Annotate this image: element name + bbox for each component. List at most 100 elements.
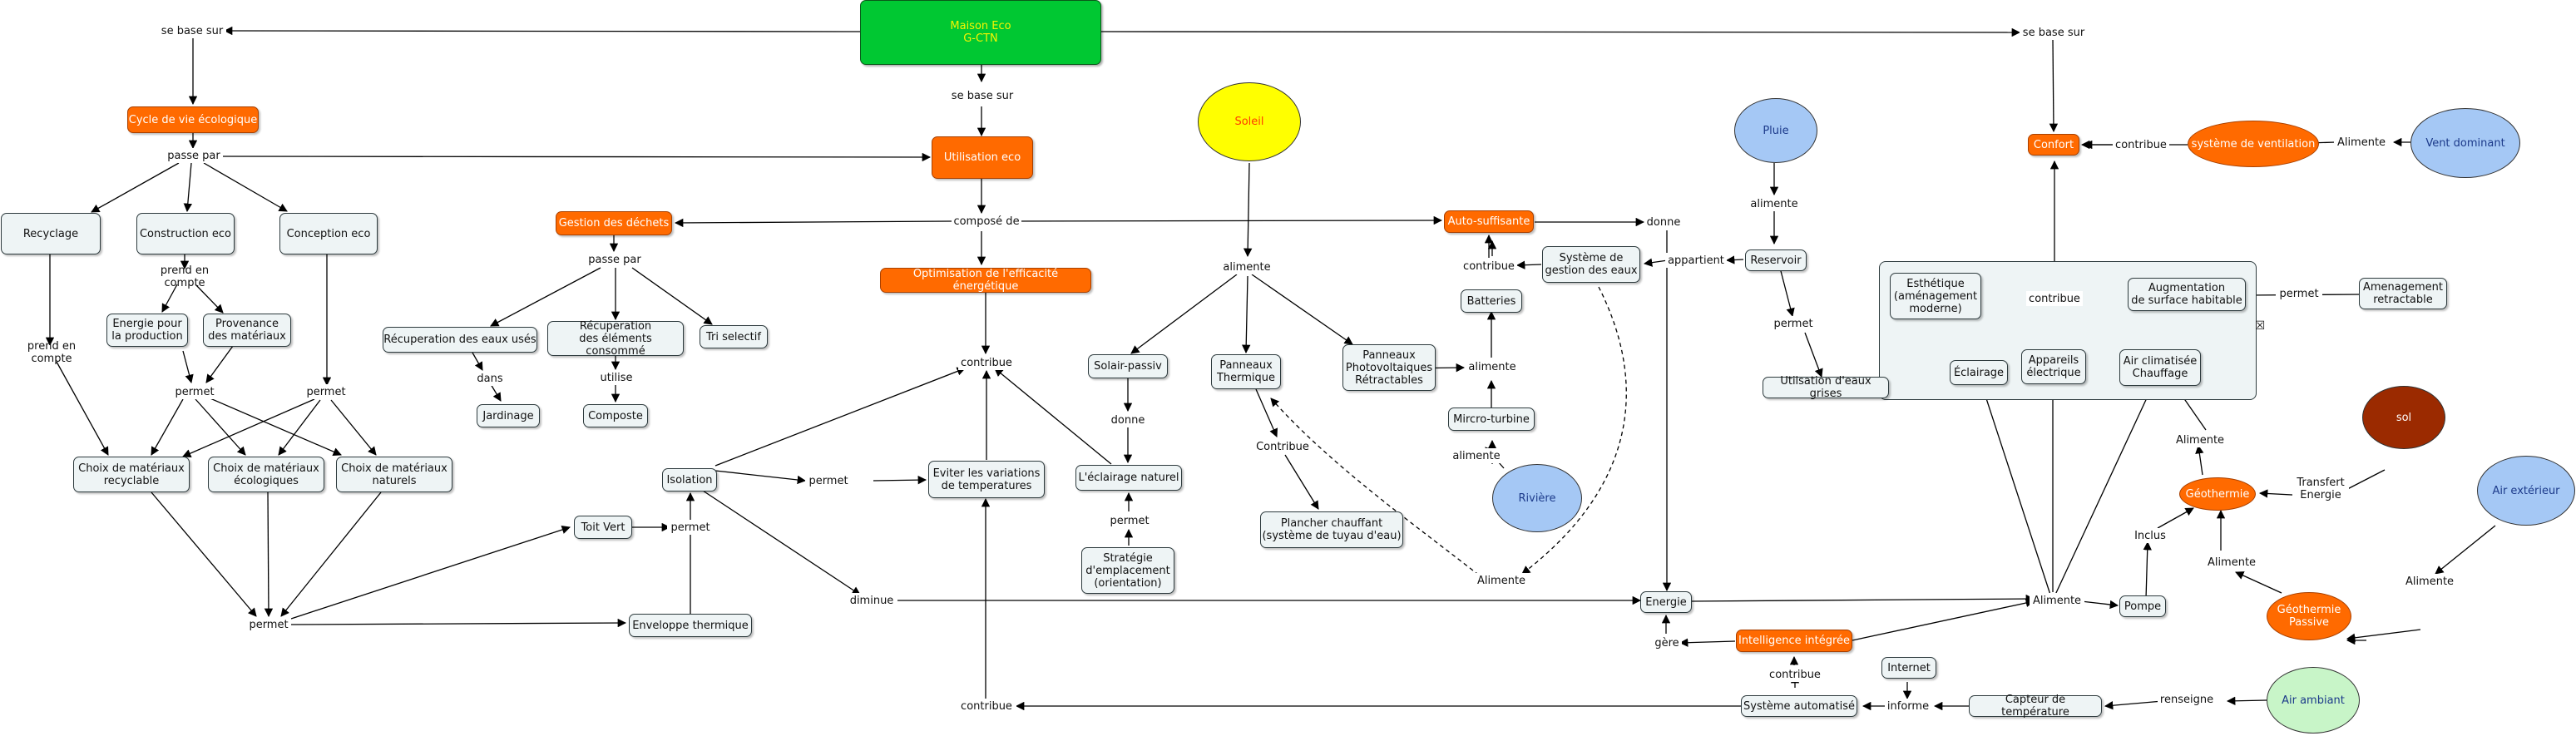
link-diminue: diminue — [846, 593, 897, 608]
node-systeme-automatise[interactable]: Système automatisé — [1741, 695, 1857, 717]
link-permet-a: permet — [171, 384, 218, 399]
node-recyclage[interactable]: Recyclage — [1, 213, 101, 254]
node-gestion-dechets[interactable]: Gestion des déchets — [556, 211, 672, 235]
node-recup-elements[interactable]: Récuperation des éléments consommé — [547, 320, 684, 358]
link-contribue-b: Contribue — [1254, 439, 1311, 454]
node-eviter-variations[interactable]: Eviter les variations de temperatures — [928, 461, 1045, 498]
link-gere: gère — [1652, 635, 1682, 650]
link-alimente-e: alimente — [1745, 196, 1803, 211]
link-alimente-i: Alimente — [2402, 574, 2457, 589]
node-internet[interactable]: Internet — [1881, 657, 1936, 679]
node-pluie[interactable]: Pluie — [1734, 98, 1817, 163]
node-amenagement[interactable]: Amenagement retractable — [2359, 278, 2447, 309]
link-inclus: Inclus — [2131, 528, 2169, 543]
node-optimisation[interactable]: Optimisation de l'efficacité énergétique — [880, 268, 1091, 293]
node-batteries[interactable]: Batteries — [1461, 289, 1522, 313]
node-cycle-de-vie[interactable]: Cycle de vie écologique — [127, 106, 259, 133]
node-mat-recyclable[interactable]: Choix de matériaux recyclable — [73, 457, 190, 492]
link-dans: dans — [474, 371, 506, 386]
link-permet-h: permet — [2276, 286, 2322, 301]
node-mat-naturels[interactable]: Choix de matériaux naturels — [336, 457, 452, 492]
link-compose-de: composé de — [952, 214, 1021, 229]
node-utilisation-eco[interactable]: Utilisation eco — [932, 136, 1033, 179]
link-passe-par-2: passe par — [586, 252, 644, 267]
node-confort[interactable]: Confort — [2028, 134, 2079, 156]
link-donne-b: donne — [1644, 215, 1683, 230]
node-solair-passiv[interactable]: Solair-passiv — [1088, 354, 1168, 378]
close-icon[interactable]: ☒ — [2254, 319, 2266, 333]
node-systeme-ventilation[interactable]: système de ventilation — [2188, 121, 2319, 167]
node-auto-suffisante[interactable]: Auto-suffisante — [1444, 210, 1534, 233]
node-vent-dominant[interactable]: Vent dominant — [2410, 108, 2520, 178]
node-capteur[interactable]: Capteur de température — [1969, 694, 2102, 719]
node-toit-vert[interactable]: Toit Vert — [574, 516, 632, 539]
link-se-base-sur-right: se base sur — [2020, 25, 2088, 40]
link-contribue-g: contribue — [957, 699, 1016, 714]
link-permet-c: permet — [246, 617, 291, 632]
link-se-base-sur-left: se base sur — [158, 23, 226, 38]
node-augmentation[interactable]: Augmentation de surface habitable — [2128, 278, 2246, 311]
link-alimente-f: Alimente — [2334, 135, 2389, 150]
node-appareils[interactable]: Appareils électrique — [2021, 349, 2086, 384]
node-strategie[interactable]: Stratégie d'emplacement (orientation) — [1081, 547, 1174, 594]
node-soleil[interactable]: Soleil — [1198, 82, 1301, 161]
node-construction-eco[interactable]: Construction eco — [136, 213, 235, 254]
node-isolation[interactable]: Isolation — [662, 468, 717, 491]
root-maison-eco[interactable]: Maison Eco G-CTN — [860, 0, 1101, 65]
node-geothermie-passive[interactable]: Géothermie Passive — [2267, 592, 2351, 640]
link-utilise: utilise — [597, 370, 635, 385]
link-permet-g: permet — [1770, 316, 1817, 331]
link-permet-b: permet — [303, 384, 349, 399]
link-contribue-c: contribue — [1461, 259, 1517, 274]
node-mircro-turbine[interactable]: Mircro-turbine — [1448, 408, 1535, 431]
node-recup-eaux[interactable]: Récuperation des eaux usés — [383, 327, 537, 353]
link-alimente-c: alimente — [1450, 448, 1503, 463]
node-systeme-gestion-eaux[interactable]: Système de gestion des eaux — [1542, 246, 1640, 283]
link-informe: informe — [1885, 699, 1931, 714]
link-alimente-j: Alimente — [2030, 593, 2084, 608]
node-energie[interactable]: Energie — [1640, 591, 1692, 613]
link-permet-f: permet — [1106, 513, 1153, 528]
node-sol[interactable]: sol — [2362, 386, 2445, 449]
node-panneaux-thermique[interactable]: Panneaux Thermique — [1211, 354, 1281, 389]
node-tri-selectif[interactable]: Tri selectif — [700, 325, 768, 348]
link-prend-en-compte-2: prend en compte — [5, 340, 98, 365]
link-alimente-g: Alimente — [2173, 432, 2227, 447]
node-esthetique[interactable]: Esthétique (aménagement moderne) — [1890, 273, 1981, 319]
link-contribue-e: contribue — [2026, 291, 2083, 306]
link-donne-a: donne — [1105, 412, 1151, 427]
link-permet-d: permet — [805, 473, 852, 488]
node-mat-ecologiques[interactable]: Choix de matériaux écologiques — [208, 457, 324, 492]
link-passe-par-1: passe par — [165, 148, 223, 163]
link-alimente-a: alimente — [1218, 259, 1276, 274]
node-utilisation-eaux-grises[interactable]: Utilsation d'eaux grises — [1763, 375, 1889, 400]
node-riviere[interactable]: Rivière — [1492, 464, 1582, 532]
node-provenance[interactable]: Provenance des matériaux — [203, 314, 291, 347]
node-eclairage[interactable]: Éclairage — [1950, 360, 2008, 385]
link-prend-en-compte-1: prend en compte — [138, 264, 231, 289]
node-eclairage-naturel[interactable]: L'éclairage naturel — [1075, 465, 1182, 491]
node-air-ambiant[interactable]: Air ambiant — [2267, 667, 2360, 734]
node-reservoir[interactable]: Reservoir — [1745, 249, 1807, 271]
node-air-exterieur[interactable]: Air extérieur — [2477, 456, 2575, 526]
link-transfert-energie: Transfert Energie — [2292, 476, 2349, 502]
node-plancher[interactable]: Plancher chauffant (système de tuyau d'e… — [1260, 511, 1403, 548]
link-permet-e: permet — [667, 520, 714, 535]
node-composte[interactable]: Composte — [583, 404, 648, 427]
link-se-base-sur-mid: se base sur — [948, 88, 1016, 103]
link-contribue-d: contribue — [2113, 137, 2169, 152]
node-jardinage[interactable]: Jardinage — [477, 404, 540, 427]
node-energie-production[interactable]: Energie pour la production — [106, 314, 188, 347]
link-renseigne: renseigne — [2158, 692, 2216, 707]
link-alimente-h: Alimente — [2204, 555, 2259, 570]
node-enveloppe[interactable]: Enveloppe thermique — [629, 614, 752, 637]
link-appartient: appartient — [1665, 253, 1727, 268]
node-panneaux-pv[interactable]: Panneaux Photovoltaiques Rétractables — [1342, 344, 1436, 391]
link-contribue-f: contribue — [1767, 667, 1823, 682]
node-geothermie[interactable]: Géothermie — [2179, 477, 2256, 511]
node-intelligence[interactable]: Intelligence intégrée — [1736, 630, 1852, 652]
node-pompe[interactable]: Pompe — [2119, 595, 2166, 617]
link-contribue-a: contribue — [958, 355, 1015, 370]
node-air-climatise[interactable]: Air climatisée Chauffage — [2119, 349, 2201, 386]
node-conception-eco[interactable]: Conception eco — [279, 213, 378, 254]
